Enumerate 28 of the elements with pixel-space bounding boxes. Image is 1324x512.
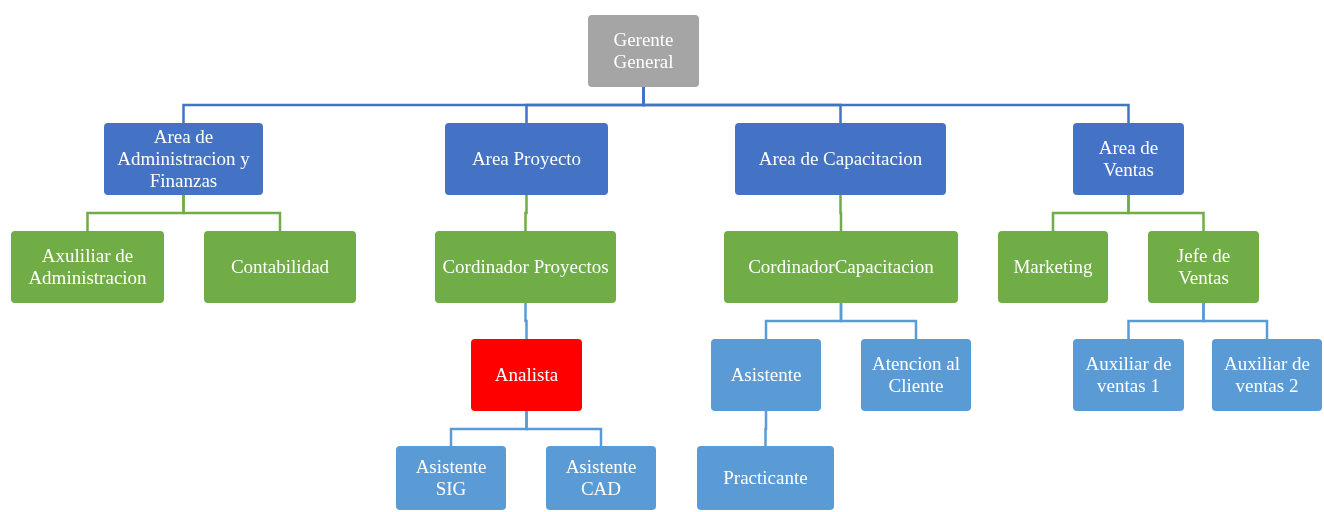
connector-line [764,411,768,446]
connector-line [839,303,918,339]
connector-line [524,195,528,231]
org-box: Auxiliar de ventas 1 [1073,339,1184,411]
org-box: Marketing [998,231,1108,303]
org-box: Axuliliar de Administracion [11,231,164,303]
org-box: Gerente General [588,15,699,87]
org-box: Atencion al Cliente [861,339,971,411]
org-box: Analista [471,339,582,411]
connector-line [839,195,843,231]
connector-line [524,303,528,339]
connector-line [182,195,282,231]
org-box: Area Proyecto [445,123,608,195]
connector-line [1127,195,1205,231]
org-box: Asistente [711,339,821,411]
org-box: Practicante [697,446,834,510]
org-box: Area de Ventas [1073,123,1184,195]
connector-line [525,411,603,446]
org-box: Area de Administracion y Finanzas [104,123,263,195]
org-box: Area de Capacitacion [735,123,946,195]
connector-line [1202,303,1269,339]
org-box: Asistente SIG [396,446,506,510]
org-box: CordinadorCapacitacion [724,231,958,303]
org-box: Cordinador Proyectos [435,231,616,303]
org-box: Contabilidad [204,231,356,303]
org-box: Auxiliar de ventas 2 [1212,339,1322,411]
org-box: Jefe de Ventas [1148,231,1259,303]
org-box: Asistente CAD [546,446,656,510]
